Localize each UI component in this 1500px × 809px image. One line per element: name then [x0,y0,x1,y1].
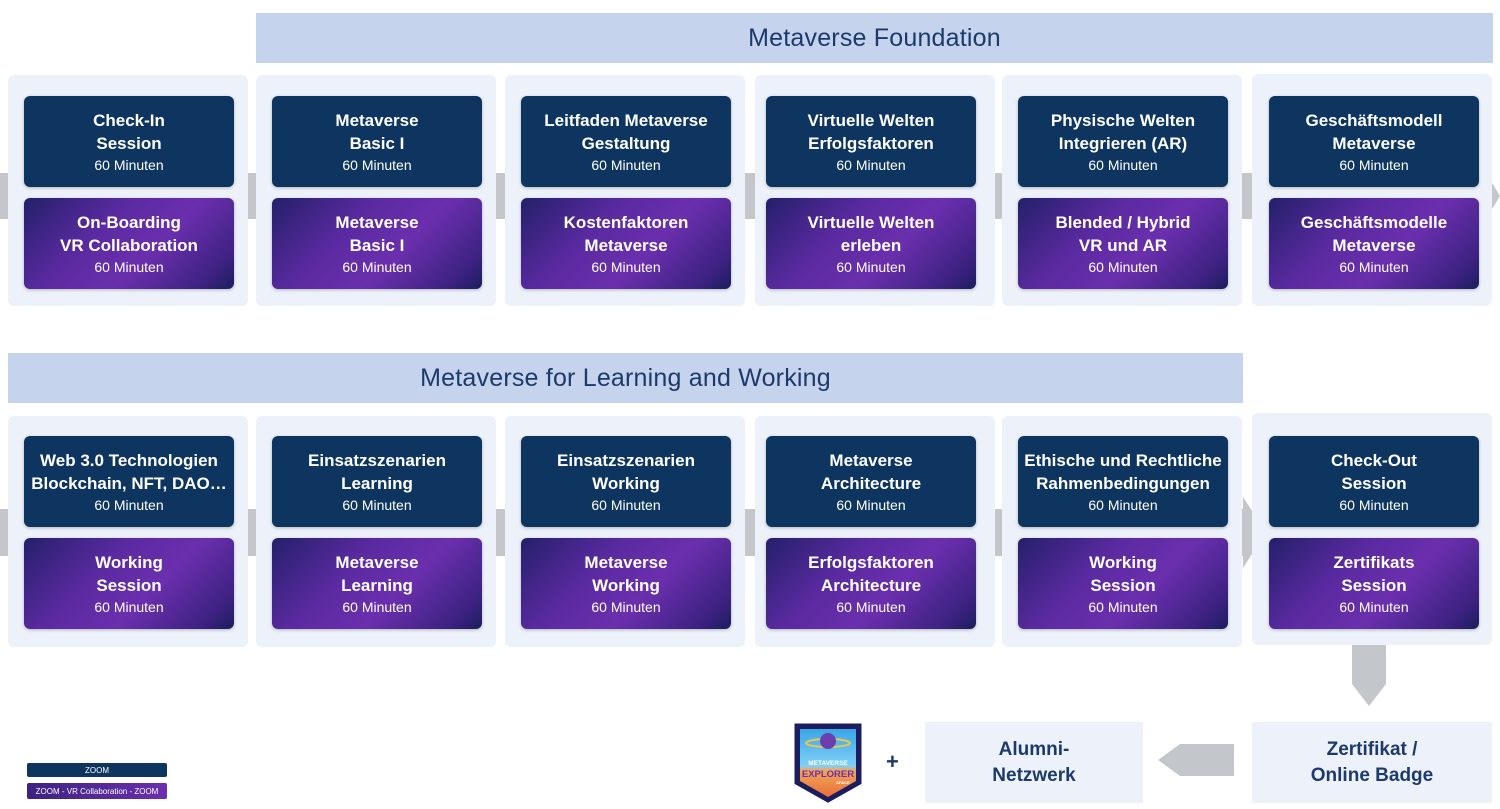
zoom-session-card: Web 3.0 Technologien Blockchain, NFT, DA… [24,436,234,527]
session-title: Einsatzszenarien Working [557,451,695,493]
alumni-network-box: Alumni- Netzwerk [925,722,1143,803]
session-title: Web 3.0 Technologien Blockchain, NFT, DA… [31,451,227,493]
vr-session-card: Working Session 60 Minuten [1018,538,1228,629]
session-title: Virtuelle Welten Erfolgsfaktoren [807,111,935,153]
session-title: Blended / Hybrid VR und AR [1055,213,1191,255]
plus-sign: + [886,749,899,774]
session-duration: 60 Minuten [1339,599,1409,615]
session-title: Geschäftsmodelle Metaverse [1300,213,1448,255]
section-learning-working-title: Metaverse for Learning and Working [8,353,1243,403]
session-title: Erfolgsfaktoren Architecture [808,553,934,595]
session-title: Virtuelle Welten erleben [807,213,935,255]
session-duration: 60 Minuten [94,259,164,275]
zoom-session-card: Check-Out Session 60 Minuten [1269,436,1479,527]
session-title: Physische Welten Integrieren (AR) [1050,111,1196,153]
zoom-session-card: Metaverse Basic I 60 Minuten [272,96,482,187]
session-duration: 60 Minuten [1088,157,1158,173]
session-title: Metaverse Architecture [820,451,922,493]
session-duration: 60 Minuten [1088,599,1158,615]
vr-session-card: Kostenfaktoren Metaverse 60 Minuten [521,198,731,289]
session-duration: 60 Minuten [342,157,412,173]
legend-zoom: ZOOM [27,763,167,777]
session-title: Working Session [95,553,163,595]
session-duration: 60 Minuten [1088,259,1158,275]
session-duration: 60 Minuten [836,497,906,513]
vr-session-card: Virtuelle Welten erleben 60 Minuten [766,198,976,289]
session-title: Metaverse Learning [335,553,419,595]
zoom-session-card: Einsatzszenarien Learning 60 Minuten [272,436,482,527]
session-duration: 60 Minuten [342,259,412,275]
vr-session-card: Geschäftsmodelle Metaverse 60 Minuten [1269,198,1479,289]
session-duration: 60 Minuten [836,599,906,615]
session-title: Kostenfaktoren Metaverse [563,213,689,255]
legend-vr-collaboration: ZOOM - VR Collaboration - ZOOM [27,783,167,799]
session-title: Working Session [1089,553,1157,595]
session-title: Zertifikats Session [1333,553,1415,595]
zoom-session-card: Check-In Session 60 Minuten [24,96,234,187]
session-title: Geschäftsmodell Metaverse [1305,111,1443,153]
metaverse-explorer-badge: METAVERSE EXPLORER SPACE [794,723,862,803]
session-duration: 60 Minuten [1339,497,1409,513]
zoom-session-card: Geschäftsmodell Metaverse 60 Minuten [1269,96,1479,187]
zoom-session-card: Leitfaden Metaverse Gestaltung 60 Minuten [521,96,731,187]
vr-session-card: On-Boarding VR Collaboration 60 Minuten [24,198,234,289]
vr-session-card: Blended / Hybrid VR und AR 60 Minuten [1018,198,1228,289]
session-title: Check-In Session [93,111,165,153]
session-duration: 60 Minuten [836,259,906,275]
svg-text:SPACE: SPACE [836,780,850,785]
zoom-session-card: Virtuelle Welten Erfolgsfaktoren 60 Minut… [766,96,976,187]
session-title: Einsatzszenarien Learning [308,451,446,493]
session-title: Leitfaden Metaverse Gestaltung [544,111,708,153]
session-duration: 60 Minuten [1339,157,1409,173]
session-duration: 60 Minuten [342,599,412,615]
session-duration: 60 Minuten [836,157,906,173]
session-title: On-Boarding VR Collaboration [60,213,198,255]
svg-text:METAVERSE: METAVERSE [808,760,848,767]
vr-session-card: Metaverse Basic I 60 Minuten [272,198,482,289]
session-duration: 60 Minuten [1088,497,1158,513]
svg-text:EXPLORER: EXPLORER [802,769,854,780]
zoom-session-card: Physische Welten Integrieren (AR) 60 Minu… [1018,96,1228,187]
vr-session-card: Working Session 60 Minuten [24,538,234,629]
vr-session-card: Zertifikats Session 60 Minuten [1269,538,1479,629]
session-duration: 60 Minuten [1339,259,1409,275]
session-duration: 60 Minuten [342,497,412,513]
session-duration: 60 Minuten [591,497,661,513]
certificate-box: Zertifikat / Online Badge [1252,722,1492,803]
session-duration: 60 Minuten [94,599,164,615]
zoom-session-card: Einsatzszenarien Working 60 Minuten [521,436,731,527]
session-duration: 60 Minuten [591,259,661,275]
session-duration: 60 Minuten [94,497,164,513]
session-title: Check-Out Session [1331,451,1417,493]
session-title: Metaverse Basic I [335,111,419,153]
vr-session-card: Metaverse Learning 60 Minuten [272,538,482,629]
zoom-session-card: Ethische und Rechtliche Rahmenbedingunge… [1018,436,1228,527]
session-title: Metaverse Basic I [335,213,419,255]
session-duration: 60 Minuten [591,157,661,173]
section-foundation-title: Metaverse Foundation [256,13,1493,63]
vr-session-card: Erfolgsfaktoren Architecture 60 Minuten [766,538,976,629]
session-duration: 60 Minuten [591,599,661,615]
session-title: Metaverse Working [584,553,668,595]
zoom-session-card: Metaverse Architecture 60 Minuten [766,436,976,527]
vr-session-card: Metaverse Working 60 Minuten [521,538,731,629]
session-duration: 60 Minuten [94,157,164,173]
session-title: Ethische und Rechtliche Rahmenbedingunge… [1024,451,1222,493]
